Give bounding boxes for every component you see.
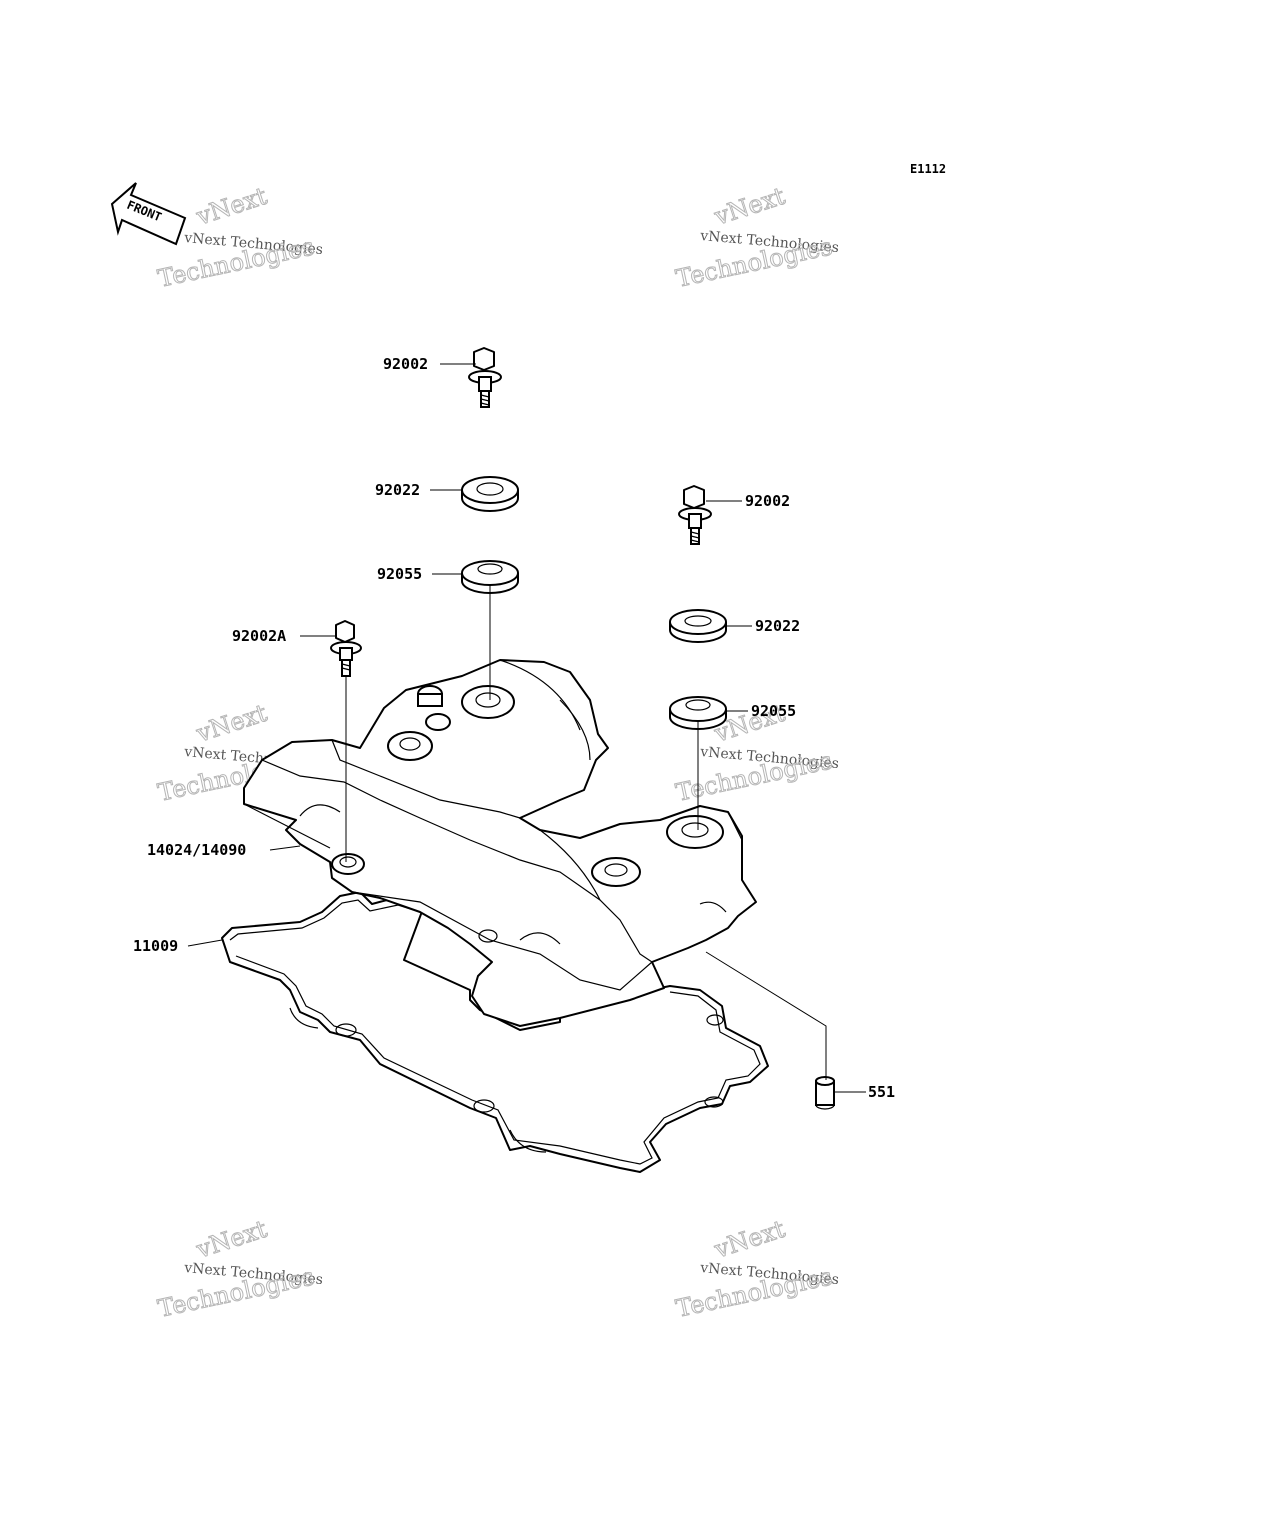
watermark-top-right: vNext vNext Technologies Technologies	[673, 181, 840, 293]
watermark-top-left: vNext vNext Technologies Technologies	[155, 181, 324, 293]
svg-text:vNext: vNext	[192, 699, 270, 748]
callout-92002a: 92002A	[232, 627, 286, 645]
callout-92002-right: 92002	[745, 492, 790, 510]
grommet-right-part	[669, 696, 727, 730]
svg-text:vNext: vNext	[192, 182, 270, 231]
callout-551: 551	[868, 1083, 895, 1101]
callout-92002-top: 92002	[383, 355, 428, 373]
dowel-part	[815, 1076, 835, 1110]
svg-text:vNext: vNext	[192, 1215, 270, 1264]
callout-92022-right: 92022	[755, 617, 800, 635]
head-cover-part	[243, 659, 757, 1027]
leader-lines	[187, 363, 866, 1093]
callout-92055-top: 92055	[377, 565, 422, 583]
watermark-bottom-right: vNext vNext Technologies Technologies	[673, 1214, 840, 1323]
callout-92055-right: 92055	[751, 702, 796, 720]
bolt-right-part	[678, 485, 712, 545]
svg-text:vNext: vNext	[710, 1215, 788, 1264]
grommet-top-part	[461, 560, 519, 594]
callout-92022-top: 92022	[375, 481, 420, 499]
bolt-a-part	[330, 620, 362, 677]
callout-14024-14090: 14024/14090	[147, 841, 246, 859]
diagram-code: E1112	[910, 162, 946, 176]
callout-11009: 11009	[133, 937, 178, 955]
washer-right-part	[669, 609, 727, 643]
svg-text:vNext: vNext	[710, 182, 788, 231]
front-arrow-icon: FRONT	[110, 182, 187, 246]
bolt-top-part	[468, 347, 502, 408]
washer-top-part	[461, 476, 519, 512]
watermark-bottom-left: vNext vNext Technologies Technologies	[155, 1214, 324, 1323]
